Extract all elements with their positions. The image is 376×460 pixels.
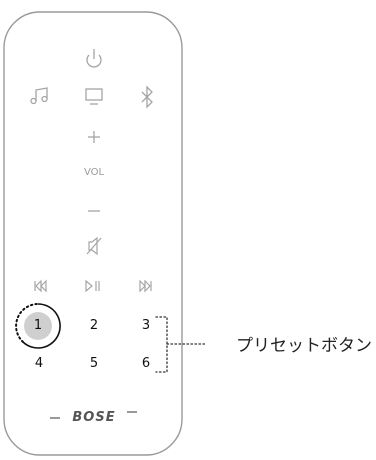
music-note-icon [30,87,48,105]
preset-bracket [155,316,206,373]
skip-back-icon [34,279,47,293]
volume-label: VOL [83,167,105,178]
mute-icon [86,236,102,256]
plus-icon [88,131,100,143]
preset-1-highlight [24,312,52,340]
skip-forward-icon [139,279,152,293]
remote-outline [3,11,183,456]
tv-icon [85,88,103,105]
preset-button-6[interactable]: 6 [141,356,151,371]
preset-button-4[interactable]: 4 [34,356,44,371]
preset-button-2[interactable]: 2 [89,318,99,333]
preset-button-5[interactable]: 5 [89,356,99,371]
press-and-hold-arc [22,303,61,349]
brand-text: BOSE [72,410,115,425]
power-icon [86,49,102,68]
play-pause-icon [85,279,100,293]
preset-button-3[interactable]: 3 [141,318,151,333]
preset-buttons-callout-label: プリセットボタン [236,336,372,356]
preset-button-1[interactable]: 1 [33,318,43,333]
bluetooth-icon [141,85,153,109]
press-and-hold-arc-dotted [15,303,39,343]
bose-logo: BOSE [50,410,137,425]
